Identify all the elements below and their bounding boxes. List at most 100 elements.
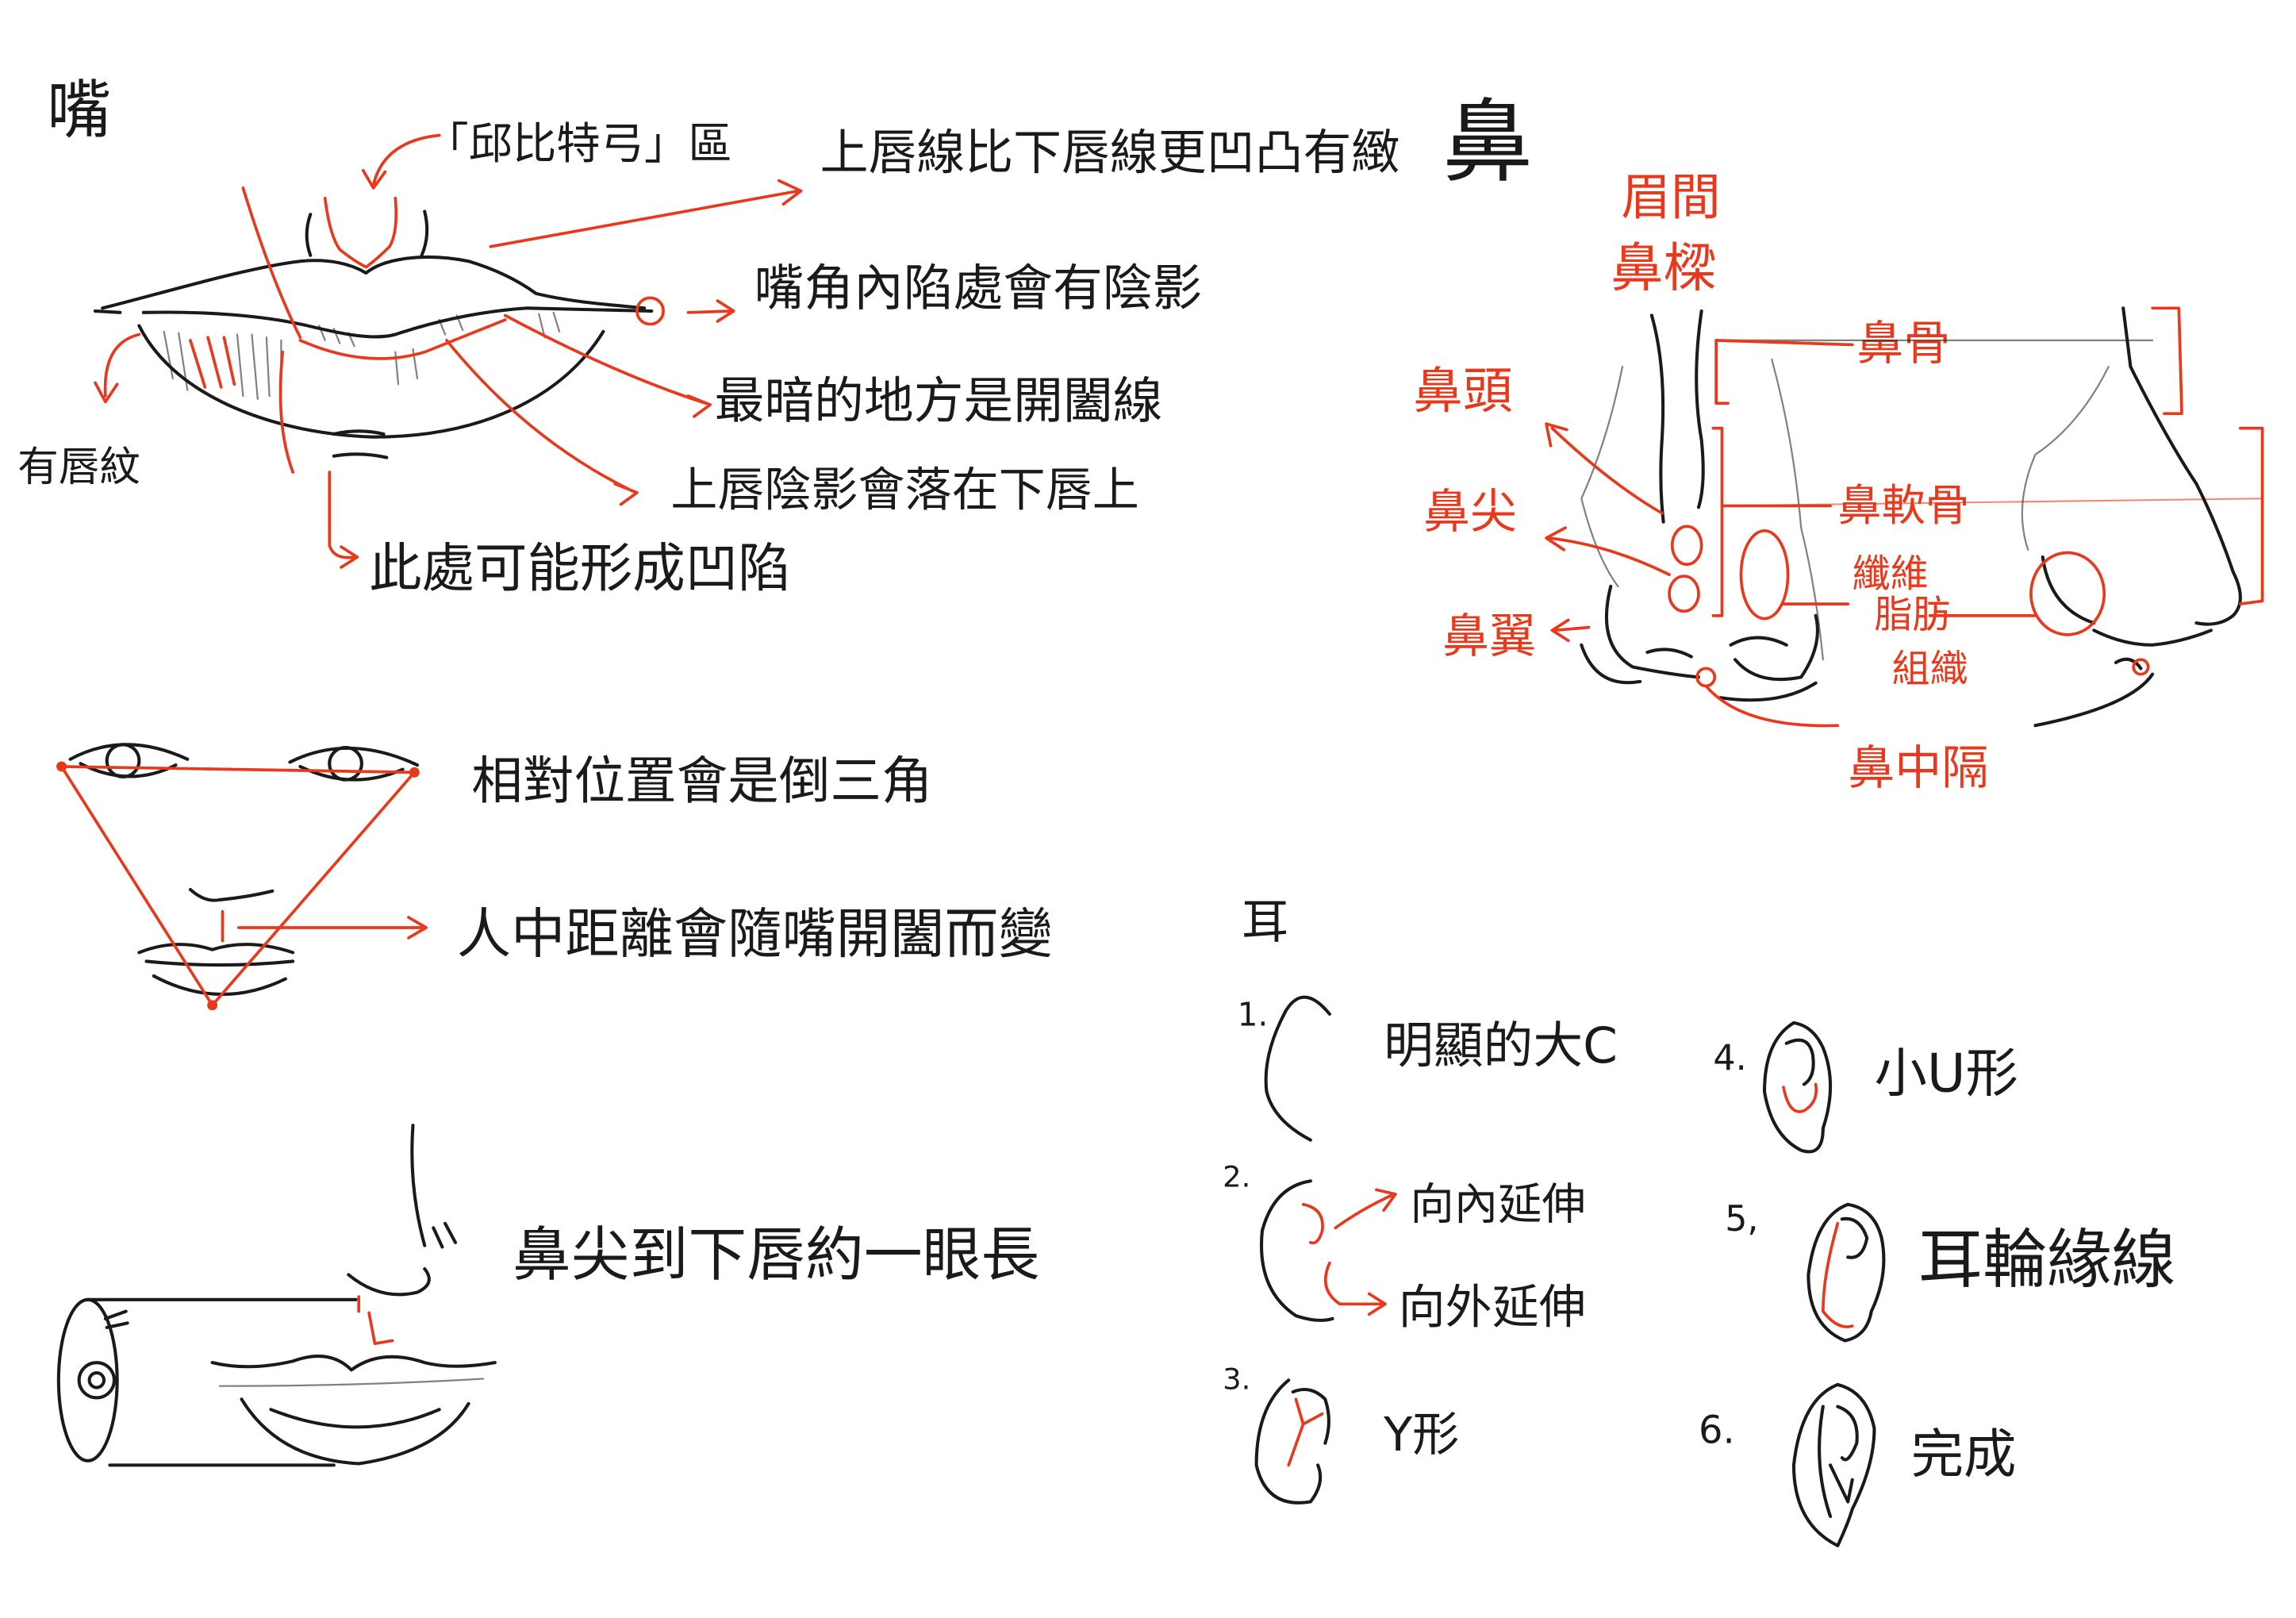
cartilage-bracket: [1711, 426, 1832, 617]
ear-outer: [1254, 1378, 1323, 1505]
right-nostril: [1729, 636, 1788, 647]
ear-c-shape: [1264, 995, 1331, 1142]
lower-lip-outer: [240, 1397, 470, 1466]
profile-nostril: [2114, 657, 2143, 671]
step-2-number: 2.: [1223, 1160, 1250, 1194]
dent-arrow: [328, 471, 359, 569]
cupid-bow-outline: [323, 197, 398, 269]
step-5-number: 5,: [1725, 1199, 1758, 1239]
ear-step-3: 3. Y形: [1223, 1362, 1459, 1505]
triangle-annotations: [56, 761, 428, 1011]
ear-antihelix: [1829, 1463, 1854, 1504]
nose-title: 鼻: [1442, 89, 1533, 194]
nose-wing-label: 鼻翼: [1442, 609, 1536, 663]
helix-line: [1822, 1221, 1854, 1328]
lip-lines-hatching: [189, 336, 236, 389]
upper-lip-arrow: [489, 179, 803, 248]
right-ala-line: [1734, 613, 1819, 682]
ear-inner: [1840, 1216, 1869, 1259]
nose-tip-arrow: [1545, 526, 1671, 577]
lip-texture-hatching: [163, 311, 561, 400]
right-ala-base: [1718, 681, 1818, 702]
chin-fold-line-lower: [332, 452, 389, 459]
profile-bone-bracket: [2151, 306, 2183, 416]
nose-to-lip-section: 鼻尖到下唇約一眼長: [56, 1124, 1039, 1467]
triangle-left-vertex: [56, 761, 67, 772]
ear-inner: [1784, 1038, 1815, 1086]
nose-underside: [347, 1267, 431, 1297]
darkest-line-label: 最暗的地方是開闔線: [715, 372, 1163, 430]
upper-lip-shadow-label: 上唇陰影會落在下唇上: [670, 462, 1138, 517]
step-3-label: Y形: [1383, 1407, 1459, 1462]
nose-annotations: [1545, 306, 2264, 728]
lip-closure-line: [144, 959, 295, 967]
nose-head-circle: [1670, 525, 1703, 567]
cheek-fold-line: [241, 186, 302, 474]
upper-lip-shadow-arrow: [445, 339, 639, 506]
left-ala-base: [1580, 643, 1642, 685]
mouth-title: 嘴: [47, 74, 111, 148]
left-ala-line: [1605, 584, 1700, 679]
ear-title: 耳: [1242, 894, 1288, 949]
right-eye-iris: [328, 745, 363, 782]
upper-lip-line: [210, 1355, 497, 1372]
glabella-label: 眉間: [1621, 168, 1721, 226]
step-1-label: 明顯的大C: [1384, 1017, 1618, 1074]
bridge-right-line: [1695, 309, 1705, 509]
ear-outer: [1791, 1382, 1876, 1547]
nose-section: 鼻 眉間 鼻樑 鼻骨 鼻頭 鼻尖 鼻翼 鼻軟骨 纖維 脂肪 組織 鼻中隔: [1413, 89, 2264, 795]
ear-outer: [1762, 1020, 1833, 1154]
chin-fold-line: [332, 429, 386, 436]
ear-step-2: 2. 向內延伸 向外延伸: [1223, 1160, 1586, 1335]
step-1-number: 1.: [1238, 996, 1269, 1034]
profile-ala-line: [2041, 555, 2096, 625]
ear-step-1: 1. 明顯的大C: [1238, 995, 1618, 1142]
lip-lines-arrow: [94, 332, 141, 404]
septum-label: 鼻中隔: [1848, 740, 1988, 795]
lower-lip-line: [152, 974, 287, 997]
ear-outer-c: [1260, 1179, 1334, 1322]
upper-lip-line-label: 上唇線比下唇線更凹凸有緻: [820, 125, 1400, 181]
step-6-label: 完成: [1911, 1424, 2017, 1485]
nose-tip-label: 鼻尖: [1423, 484, 1517, 539]
philtrum-bracket: [367, 1311, 394, 1346]
profile-base-line: [2092, 628, 2213, 647]
outward-extension: [1323, 1261, 1387, 1316]
small-u-shape: [1782, 1082, 1818, 1113]
eyelash-marks: [103, 1309, 129, 1329]
left-nostril: [1645, 648, 1693, 659]
lip-closure-line: [218, 1378, 485, 1387]
upper-lip-line: [137, 943, 295, 955]
possible-dent-label: 此處可能形成凹陷: [369, 537, 791, 599]
triangle-section: 相對位置會是倒三角 人中距離會隨嘴開闔而變: [56, 743, 1053, 1011]
inward-arrow: [1334, 1188, 1397, 1230]
mouth-drawing: [93, 133, 803, 569]
ear-step-6: 6. 完成: [1699, 1382, 2017, 1547]
nose-bottom-line: [188, 887, 275, 902]
lip-lines-label: 有唇紋: [17, 444, 140, 491]
inward-extension: [1301, 1202, 1324, 1245]
profile-cartilage-bracket: [2239, 426, 2264, 605]
profile-septum-circle: [2132, 658, 2150, 676]
nose-to-lip-note: 鼻尖到下唇約一眼長: [513, 1220, 1039, 1289]
ear-step-4: 4. 小U形: [1713, 1020, 2018, 1154]
ear-helix-inner: [1818, 1405, 1833, 1518]
septum-arrow: [1704, 684, 1840, 728]
step-4-label: 小U形: [1874, 1043, 2018, 1105]
ear-outer: [1806, 1202, 1886, 1343]
philtrum-arrow: [236, 916, 428, 940]
face-front-drawing: [68, 743, 420, 997]
profile-ala-circle: [2029, 551, 2106, 636]
side-eye-iris: [77, 1361, 116, 1400]
corner-shadow-label: 嘴角內陷處會有陰影: [754, 259, 1203, 317]
nose-wing-arrow: [1550, 618, 1591, 643]
step-3-number: 3.: [1223, 1362, 1250, 1396]
fibro-label-3: 組織: [1892, 647, 1968, 691]
profile-face-line: [410, 1124, 427, 1247]
ear-section: 耳 1. 明顯的大C 2. 向內延伸 向外延伸 3. Y形 4. 小U形: [1223, 894, 2176, 1547]
left-eye-iris: [105, 743, 141, 778]
lower-lip-line: [137, 324, 605, 439]
mouth-section: 嘴 「邱比特弓」區 上唇線比下唇線更凹凸有緻 嘴角內陷處會有陰影 最暗的地方是開…: [17, 74, 1399, 599]
y-shape: [1287, 1397, 1324, 1467]
